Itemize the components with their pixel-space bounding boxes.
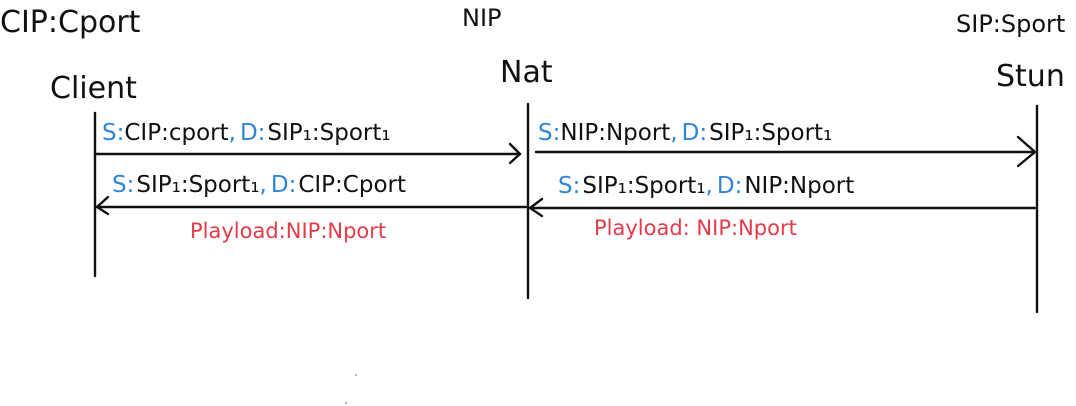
- msg2-separator: ,: [670, 120, 677, 146]
- msg2-text: S:NIP:Nport,D:SIP₁:Sport₁: [538, 120, 832, 146]
- msg3-source-value: SIP₁:Sport₁: [582, 173, 705, 199]
- msg4-payload: Playload:NIP:Nport: [190, 219, 386, 243]
- msg4-dest-label: D:: [271, 172, 296, 198]
- nat-address: NIP: [462, 4, 502, 32]
- stray-speck: [345, 402, 347, 404]
- msg2-arrowhead: [1016, 135, 1037, 168]
- msg1-dest-label: D:: [240, 120, 265, 146]
- msg3-dest-label: D:: [717, 173, 742, 199]
- stun-name: Stun: [996, 59, 1065, 94]
- msg4-source-value: SIP₁:Sport₁: [136, 172, 259, 198]
- msg2-source-label: S:: [538, 120, 560, 146]
- stun-address: SIP:Sport: [956, 10, 1065, 38]
- msg3-separator: ,: [706, 173, 713, 199]
- msg2-dest-label: D:: [682, 120, 707, 146]
- msg3-payload: Playload: NIP:Nport: [594, 216, 797, 240]
- msg4-source-label: S:: [112, 172, 134, 198]
- stray-speck: [355, 374, 357, 376]
- msg2-dest-value: SIP₁:Sport₁: [709, 120, 832, 146]
- msg4-dest-value: CIP:Cport: [298, 172, 406, 198]
- msg1-source-value: CIP:cport: [124, 120, 228, 146]
- client-name: Client: [50, 71, 137, 106]
- msg4-separator: ,: [260, 172, 267, 198]
- msg3-source-label: S:: [558, 173, 580, 199]
- msg1-source-label: S:: [102, 120, 124, 146]
- nat-name: Nat: [500, 55, 553, 90]
- msg2-source-value: NIP:Nport: [560, 120, 670, 146]
- msg4-text: S:SIP₁:Sport₁,D:CIP:Cport: [112, 172, 406, 198]
- msg3-arrowhead: [527, 197, 544, 218]
- msg3-dest-value: NIP:Nport: [744, 173, 854, 199]
- msg1-text: S:CIP:cport,D:SIP₁:Sport₁: [102, 120, 391, 146]
- client-address: CIP:Cport: [0, 5, 141, 40]
- msg1-separator: ,: [229, 120, 236, 146]
- msg1-dest-value: SIP₁:Sport₁: [267, 120, 390, 146]
- msg4-arrowhead: [95, 195, 110, 216]
- msg1-arrowhead: [508, 142, 522, 165]
- msg3-text: S:SIP₁:Sport₁,D:NIP:Nport: [558, 173, 854, 199]
